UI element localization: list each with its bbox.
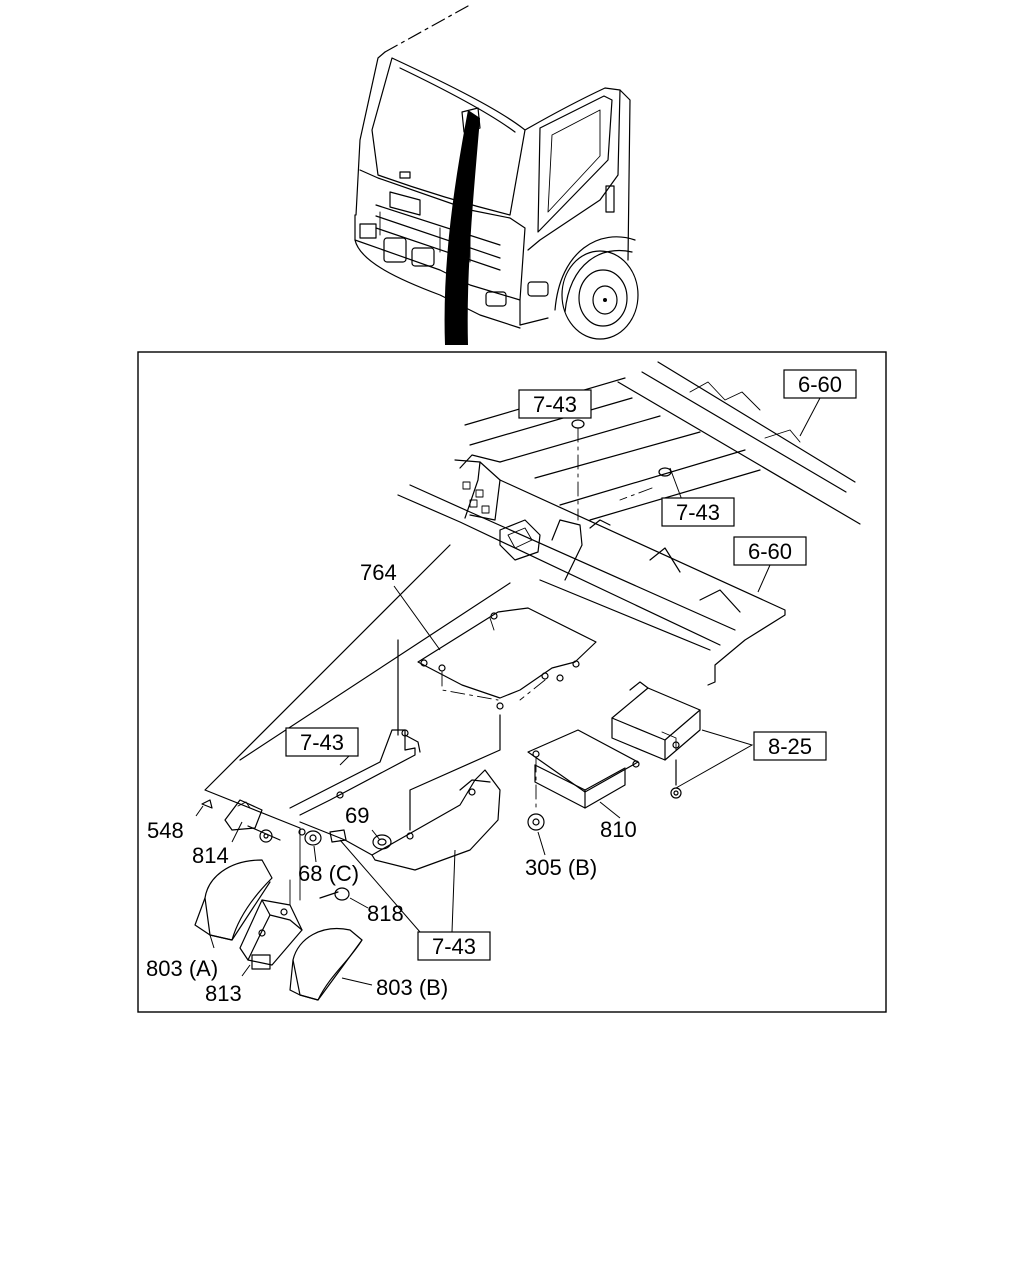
ref-box-7-43-left: 7-43 <box>285 727 359 757</box>
ref-box-7-43-bottom: 7-43 <box>417 931 491 961</box>
ref-box-label: 7-43 <box>300 730 344 755</box>
ref-box-7-43-top: 7-43 <box>518 389 592 419</box>
truck-cab-illustration <box>354 5 639 345</box>
ref-box-label: 6-60 <box>748 539 792 564</box>
ref-box-label: 7-43 <box>676 500 720 525</box>
part-label-305b: 305 (B) <box>525 855 597 880</box>
ref-box-6-60-mid: 6-60 <box>733 536 807 566</box>
ref-box-label: 8-25 <box>768 734 812 759</box>
detail-frame <box>137 351 887 1013</box>
part-label-813: 813 <box>205 981 242 1006</box>
part-label-814: 814 <box>192 843 229 868</box>
ref-box-label: 6-60 <box>798 372 842 397</box>
part-label-548: 548 <box>147 818 184 843</box>
ref-box-6-60-top: 6-60 <box>783 369 857 399</box>
part-label-764: 764 <box>360 560 397 585</box>
ref-box-7-43-mid: 7-43 <box>661 497 735 527</box>
ref-box-8-25: 8-25 <box>753 731 827 761</box>
ref-box-label: 7-43 <box>533 392 577 417</box>
part-label-803b: 803 (B) <box>376 975 448 1000</box>
part-label-818: 818 <box>367 901 404 926</box>
chassis-frame <box>397 361 861 686</box>
part-label-810: 810 <box>600 817 637 842</box>
ref-box-label: 7-43 <box>432 934 476 959</box>
part-label-69: 69 <box>345 803 369 828</box>
part-label-68c: 68 (C) <box>298 861 359 886</box>
mounting-parts <box>194 544 701 1001</box>
part-label-803a: 803 (A) <box>146 956 218 981</box>
